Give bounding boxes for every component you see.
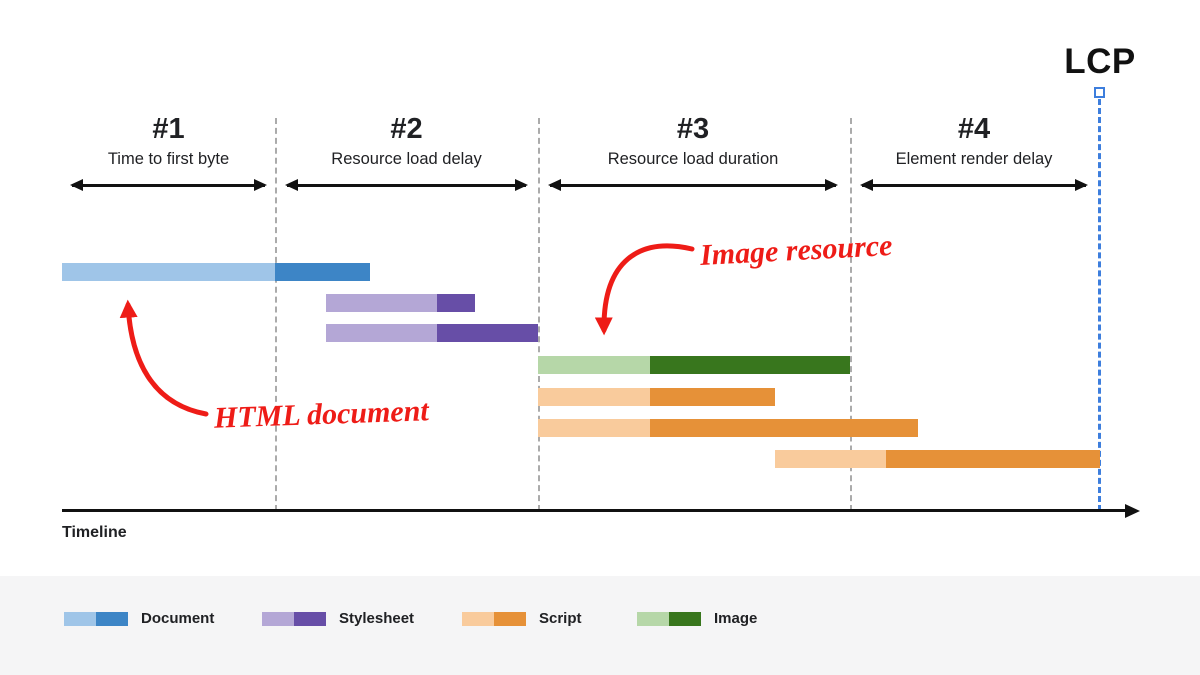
document-bar-light-segment [62,263,275,281]
phase-1-section: #1 Time to first byte [62,112,275,191]
legend-item-stylesheet: Stylesheet [262,610,414,627]
stylesheet-swatch-icon [262,611,326,626]
timeline-label: Timeline [62,524,127,541]
phase-divider [538,118,540,511]
script-swatch-icon [462,611,526,626]
stylesheet-bar [0,294,1200,312]
phase-extent-arrow [548,179,838,191]
document-bar-dark-segment [275,263,370,281]
script-bar [0,388,1200,406]
phase-number: #1 [152,113,185,145]
phase-label: Resource load delay [331,150,482,168]
phase-divider [275,118,277,511]
phase-divider [850,118,852,511]
image-swatch-icon [637,611,701,626]
image-bar [0,356,1200,374]
stylesheet-bar-light-segment [326,324,437,342]
legend: Document Stylesheet Script Image [0,576,1200,675]
script-bar [0,450,1200,468]
phase-label: Element render delay [895,150,1053,168]
timeline-axis-arrow [62,503,1140,518]
phase-number: #4 [957,113,991,145]
phase-extent-arrow [285,179,528,191]
stylesheet-bar [0,324,1200,342]
lcp-dashed-line [1098,99,1101,511]
phase-label: Time to first byte [107,150,230,168]
script-bar-dark-segment [650,388,775,406]
image-bar-light-segment [538,356,650,374]
document-swatch-icon [64,611,128,626]
lcp-label: LCP [1064,42,1136,81]
script-bar-light-segment [775,450,886,468]
phase-extent-arrow [860,179,1088,191]
phase-4-section: #4 Element render delay [852,112,1096,191]
phase-label: Resource load duration [607,150,779,168]
legend-label: Document [141,610,215,627]
legend-item-document: Document [64,610,214,627]
legend-label: Stylesheet [339,610,415,627]
stylesheet-bar-dark-segment [437,294,475,312]
legend-label: Image [714,610,758,627]
script-bar-dark-segment [886,450,1100,468]
phase-2-section: #2 Resource load delay [277,112,536,191]
stylesheet-bar-dark-segment [437,324,538,342]
legend-item-script: Script [462,610,582,627]
legend-label: Script [539,610,582,627]
legend-item-image: Image [637,610,757,627]
lcp-line-handle-icon [1094,87,1105,98]
phase-number: #3 [676,113,710,145]
script-bar-dark-segment [650,419,918,437]
stylesheet-bar-light-segment [326,294,437,312]
phase-3-section: #3 Resource load duration [540,112,846,191]
phase-extent-arrow [70,179,267,191]
script-bar-light-segment [538,388,650,406]
script-bar-light-segment [538,419,650,437]
phase-number: #2 [390,113,423,145]
document-bar [0,263,1200,281]
script-bar [0,419,1200,437]
image-resource-arrow [594,243,695,336]
image-bar-dark-segment [650,356,850,374]
